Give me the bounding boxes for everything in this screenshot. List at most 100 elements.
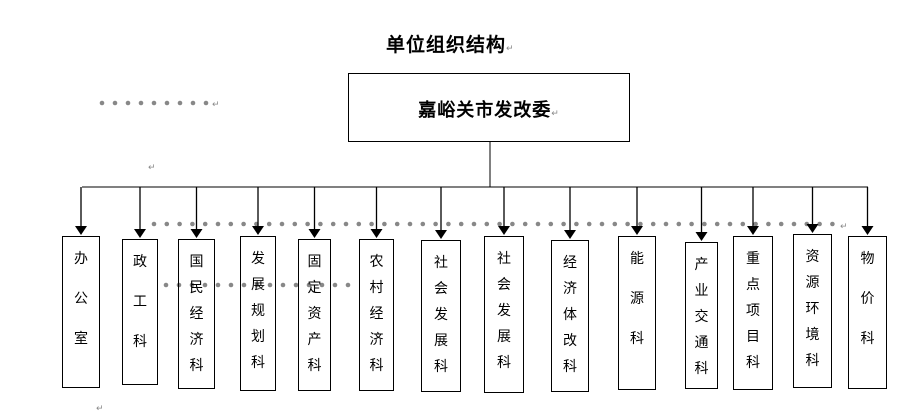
dot-leader (727, 221, 733, 227)
arrow-down-icon (806, 224, 819, 233)
diagram-title-text: 单位组织结构 (386, 34, 507, 56)
department-label-char: 农 (369, 254, 384, 270)
department-label-char: 科 (434, 359, 448, 375)
dot-leader (497, 221, 502, 227)
paragraph-mark-icon: ↵ (212, 100, 220, 110)
dot-leader (202, 282, 208, 288)
department-label-char: 固 (307, 254, 322, 270)
department-label-char: 经 (369, 306, 384, 322)
department-label-char: 科 (860, 331, 875, 347)
department-label-char: 室 (74, 331, 88, 347)
department-node: 固定资产科 (298, 239, 331, 391)
dot-leader (778, 221, 784, 227)
department-label: 固定资产科 (299, 252, 330, 382)
dot-leader (830, 221, 835, 227)
dot-leader (112, 100, 118, 106)
department-label-char: 点 (746, 277, 760, 293)
department-label-char: 发 (251, 251, 265, 267)
department-label: 物价科 (849, 249, 886, 369)
department-label-char: 展 (434, 333, 448, 349)
dot-leader (638, 221, 643, 227)
department-node: 国民经济科 (178, 239, 215, 389)
department-label-char: 公 (74, 291, 88, 307)
dot-leader (574, 221, 579, 227)
dot-leader (330, 221, 336, 227)
department-label-char: 村 (369, 280, 384, 296)
department-label-char: 业 (694, 283, 709, 299)
department-label-char: 社 (497, 251, 511, 267)
department-label: 农村经济科 (360, 252, 393, 382)
department-label-char: 济 (189, 332, 204, 348)
dot-leader (190, 100, 196, 106)
dot-leader (343, 221, 349, 227)
department-label-char: 科 (694, 361, 709, 377)
department-label: 产业交通科 (686, 255, 717, 385)
arrow-down-icon (747, 226, 759, 235)
dot-leader (510, 221, 515, 227)
dot-leader (471, 221, 477, 227)
dot-leader (228, 282, 234, 288)
dot-leader (433, 221, 438, 227)
department-label-char: 科 (307, 358, 322, 374)
department-label-char: 科 (369, 358, 384, 374)
department-label-char: 科 (563, 359, 577, 375)
department-label-char: 源 (805, 275, 820, 291)
department-label-char: 资 (805, 249, 820, 265)
dot-leader (254, 282, 260, 288)
department-node: 物价科 (848, 236, 887, 389)
department-node: 政工科 (122, 239, 158, 385)
root-node-label: 嘉峪关市发改委↵ (349, 96, 629, 122)
dot-leader (228, 221, 234, 227)
dot-leader (714, 221, 720, 227)
arrow-down-icon (564, 230, 576, 239)
department-label-char: 科 (189, 358, 204, 374)
dot-leader (446, 221, 451, 227)
dot-leader (663, 221, 669, 227)
department-label-char: 产 (694, 257, 709, 273)
department-label: 办公室 (63, 249, 99, 369)
dot-leader (522, 221, 528, 227)
department-label-char: 目 (746, 329, 760, 345)
department-label-char: 科 (630, 331, 644, 347)
arrow-down-icon (631, 226, 643, 235)
department-label-char: 济 (563, 281, 577, 297)
dot-leader (241, 221, 246, 227)
dot-leader (689, 221, 694, 227)
dot-leader (203, 100, 209, 106)
dot-leader (279, 221, 285, 227)
dot-leader (612, 221, 618, 227)
arrow-down-icon (695, 232, 708, 241)
dot-leader (215, 282, 221, 288)
department-label-char: 会 (497, 277, 511, 293)
department-label-char: 展 (251, 277, 265, 293)
dot-leader (599, 221, 605, 227)
department-label-char: 会 (434, 281, 448, 297)
department-label-char: 发 (434, 307, 448, 323)
dot-leader (293, 282, 299, 288)
dot-leader (305, 221, 310, 227)
dot-leader (266, 221, 272, 227)
department-label-char: 源 (630, 291, 644, 307)
department-label-char: 定 (307, 280, 322, 296)
department-node: 能源科 (618, 236, 656, 390)
dot-leader (151, 221, 157, 227)
paragraph-mark-icon: ↵ (551, 109, 560, 119)
root-node-text: 嘉峪关市发改委 (418, 100, 552, 121)
dot-leader (332, 282, 338, 288)
department-label-char: 规 (251, 303, 265, 319)
department-label: 发展规划科 (241, 249, 275, 379)
dot-leader (561, 221, 566, 227)
dot-leader (535, 221, 541, 227)
department-node: 办公室 (62, 236, 100, 388)
dot-leader (241, 282, 247, 288)
department-label-char: 项 (746, 303, 760, 319)
department-label: 社会发展科 (422, 253, 460, 383)
department-label-char: 改 (563, 333, 577, 349)
dot-leader (151, 100, 157, 106)
dot-leader (548, 221, 554, 227)
department-label-char: 体 (563, 307, 577, 323)
department-node: 产业交通科 (685, 242, 718, 389)
department-label-char: 重 (746, 251, 760, 267)
department-label-char: 科 (133, 334, 147, 350)
dot-leader (164, 100, 170, 106)
